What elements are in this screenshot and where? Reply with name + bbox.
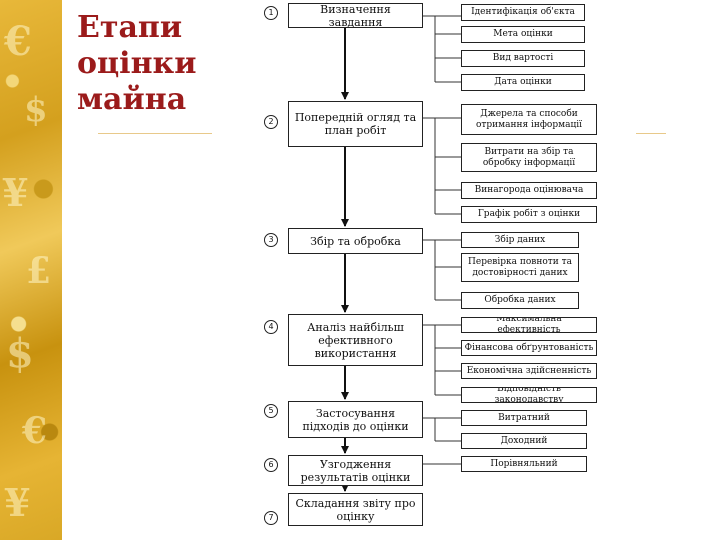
euro-glyph: € [4,18,32,65]
sub-box: Витратний [461,410,587,426]
dollar-glyph: $ [24,90,48,130]
yen-glyph: ¥ [4,480,31,525]
sub-box: Дата оцінки [461,74,585,91]
euro-glyph: € [22,410,48,452]
step-box: Збір та обробка [288,228,423,254]
step-number-badge: 7 [264,511,278,525]
step-number-badge: 3 [264,233,278,247]
step-box: Аналіз найбільш ефективного використання [288,314,423,366]
slide-title-line: Етапи [77,10,183,45]
sub-box: Доходний [461,433,587,449]
step-number-badge: 2 [264,115,278,129]
sub-box: Обробка даних [461,292,579,309]
step-number-badge: 5 [264,404,278,418]
sub-box: Перевірка повноти та достовірності даних [461,253,579,282]
decorative-rule [636,133,666,134]
step-number-badge: 6 [264,458,278,472]
step-box: Складання звіту про оцінку [288,493,423,526]
sub-box: Фінансова обґрунтованість [461,340,597,356]
sub-box: Винагорода оцінювача [461,182,597,199]
slide-title: Етапи оцінки майна [77,10,237,118]
title-underline [98,133,212,134]
sub-box: Ідентифікація об'єкта [461,4,585,21]
sub-box: Графік робіт з оцінки [461,206,597,223]
sub-box: Економічна здійсненність [461,363,597,379]
step-number-badge: 4 [264,320,278,334]
step-number-badge: 1 [264,6,278,20]
sub-box: Витрати на збір та обробку інформації [461,143,597,172]
sub-box: Порівняльний [461,456,587,472]
slide-title-line: оцінки [77,46,197,81]
step-box: Застосування підходів до оцінки [288,401,423,438]
sub-box: Максимальна ефективність [461,317,597,333]
decorative-currency-stripe: € $ ¥ £ $ € ¥ [0,0,62,540]
sub-box: Вид вартості [461,50,585,67]
pound-glyph: £ [26,250,52,292]
slide-title-line: майна [77,82,187,117]
step-box: Узгодження результатів оцінки [288,455,423,486]
sub-box: Мета оцінки [461,26,585,43]
sub-box: Джерела та способи отримання інформації [461,104,597,135]
yen-glyph: ¥ [2,170,29,215]
step-box: Попередній огляд та план робіт [288,101,423,147]
step-box: Визначення завдання [288,3,423,28]
dollar-glyph: $ [6,330,34,377]
sub-box: Відповідність законодавству [461,387,597,403]
sub-box: Збір даних [461,232,579,248]
